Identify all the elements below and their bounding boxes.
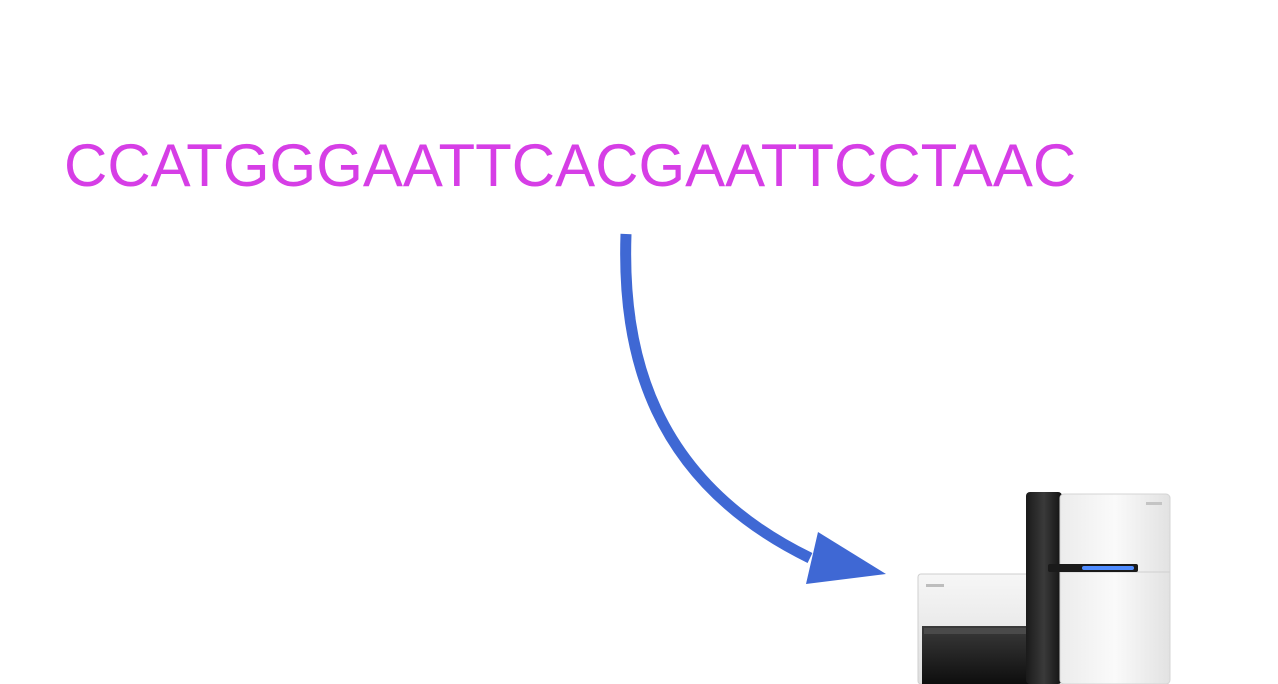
sequencer-right-module [1059, 493, 1171, 684]
arrow-shaft [620, 233, 813, 563]
sequencer-dark-drawer [922, 626, 1038, 684]
sequencer-left-label [926, 584, 944, 587]
dna-sequencer-icon [917, 492, 1171, 684]
sequencer-drawer-highlight [924, 628, 1036, 634]
sequencer-black-tower [1026, 492, 1062, 684]
sequencer-right-label [1146, 502, 1162, 505]
curved-arrow-icon [620, 233, 886, 584]
dna-sequence-text: CCATGGGAATTCACGAATTCCTAAC [64, 132, 1077, 199]
arrow-head [806, 532, 886, 584]
sequencer-status-light [1082, 566, 1134, 570]
